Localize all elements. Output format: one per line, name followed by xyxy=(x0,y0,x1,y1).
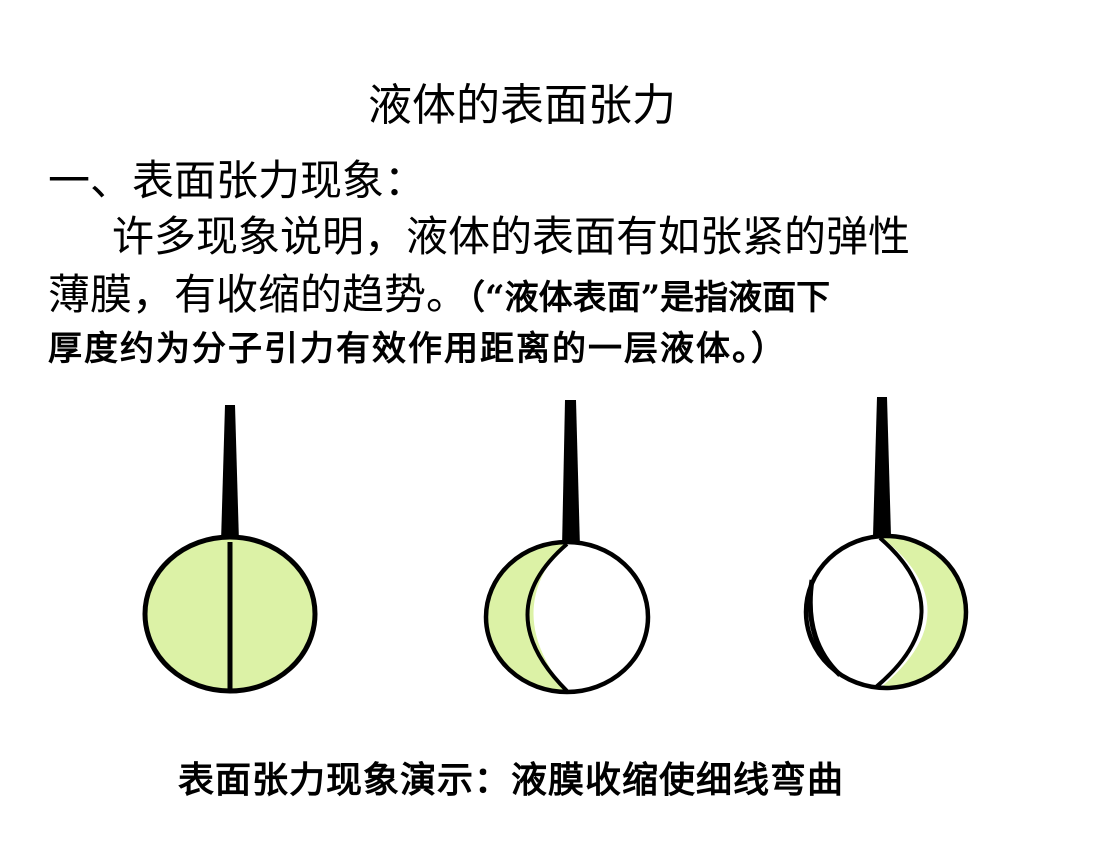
handle-icon xyxy=(562,400,580,548)
thread-icon xyxy=(525,542,569,693)
handle-icon xyxy=(873,397,891,536)
paragraph-line-2: 薄膜，有收缩的趋势。（“液体表面”是指液面下 xyxy=(48,274,830,316)
paragraph-note: （“液体表面”是指液面下 xyxy=(468,278,831,318)
handle-icon xyxy=(221,405,239,542)
paragraph-line-3: 厚度约为分子引力有效作用距离的一层液体。） xyxy=(48,329,787,369)
thread-icon xyxy=(874,536,924,689)
paragraph-line-1: 许多现象说明，液体的表面有如张紧的弹性 xyxy=(112,212,911,261)
figure-both-sides-film xyxy=(142,405,318,694)
figure-right-film xyxy=(803,397,969,691)
section-heading: 一、表面张力现象： xyxy=(48,156,427,205)
paragraph-line-2-main: 薄膜，有收缩的趋势。 xyxy=(48,270,469,319)
figure-caption: 表面张力现象演示：液膜收缩使细线弯曲 xyxy=(178,759,845,801)
slide-title: 液体的表面张力 xyxy=(368,80,676,131)
figure-left-film xyxy=(483,400,651,695)
